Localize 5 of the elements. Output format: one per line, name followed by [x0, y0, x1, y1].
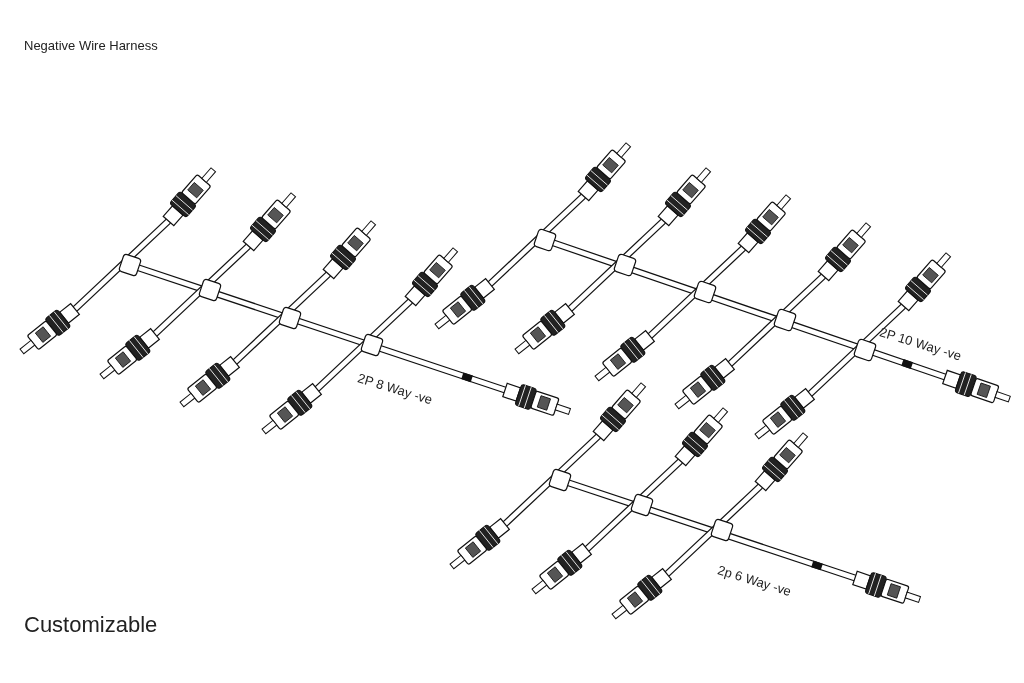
- caption-text: Customizable: [24, 611, 158, 639]
- page-title: Negative Wire Harness: [24, 37, 158, 55]
- harness-label: 2P 8 Way -ve: [355, 369, 435, 410]
- harness-label: 2p 6 Way -ve: [715, 561, 794, 601]
- harness-label: 2P 10 Way -ve: [877, 323, 964, 366]
